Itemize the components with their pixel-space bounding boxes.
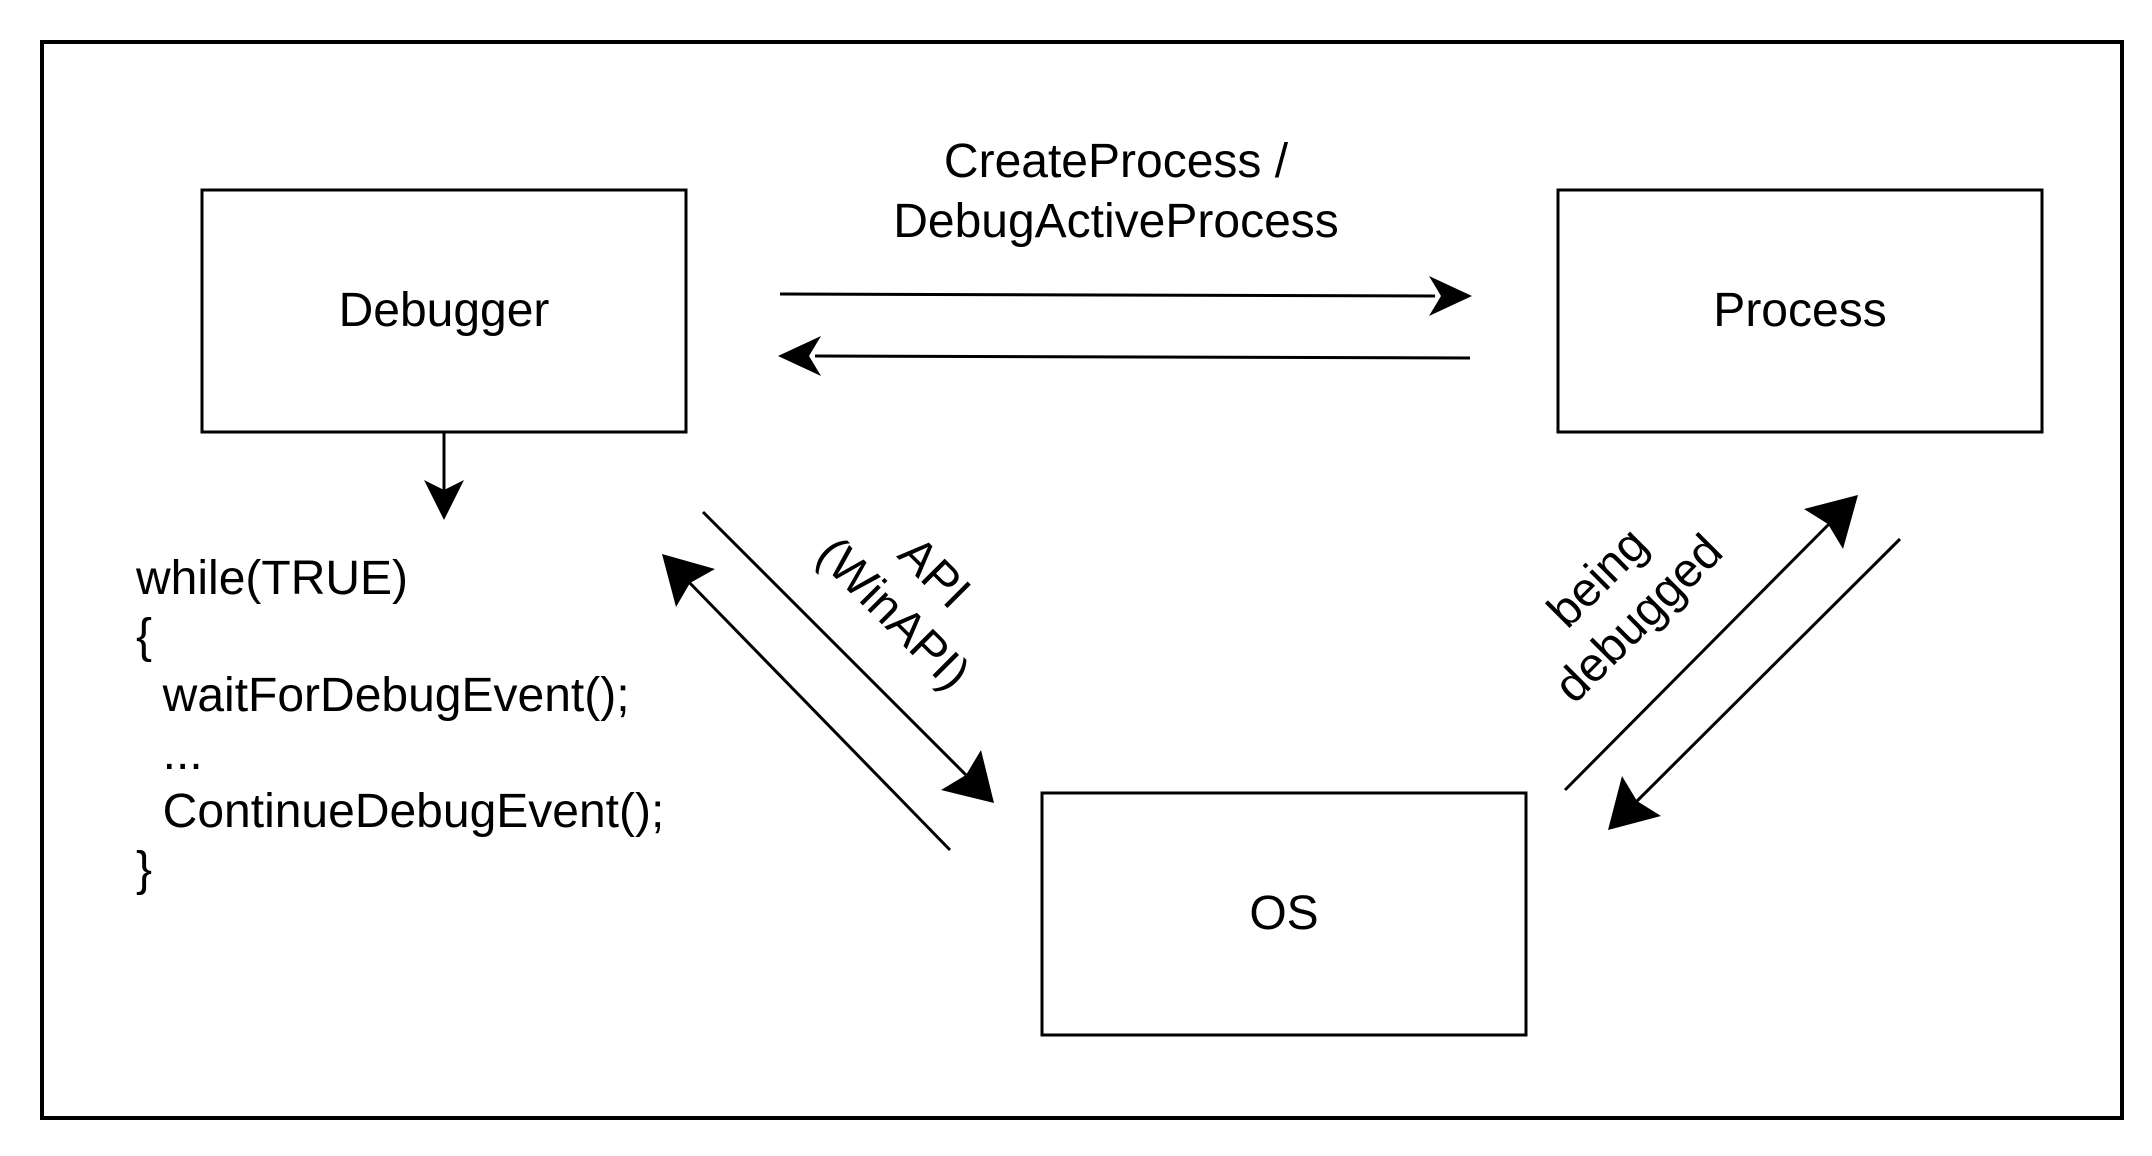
arrow-process-to-os (1608, 537, 1902, 830)
create-process-line-2: DebugActiveProcess (893, 195, 1339, 248)
create-process-label: CreateProcess / DebugActiveProcess (893, 135, 1339, 248)
arrow-debugger-to-process (779, 276, 1472, 316)
debug-loop-code: while(TRUE) { waitForDebugEvent(); ... C… (135, 552, 664, 896)
code-line: waitForDebugEvent(); (136, 669, 630, 722)
code-line: ... (136, 727, 203, 780)
os-label: OS (1249, 887, 1318, 940)
arrow-debugger-to-loop (424, 432, 464, 520)
code-line: while(TRUE) (135, 552, 408, 605)
os-node: OS (1040, 791, 1528, 1037)
code-line: { (136, 610, 152, 663)
code-line: ContinueDebugEvent(); (136, 785, 664, 838)
debugger-label: Debugger (339, 284, 550, 337)
process-node: Process (1556, 188, 2044, 434)
create-process-line-1: CreateProcess / (944, 135, 1289, 188)
code-line: } (136, 843, 152, 896)
arrow-os-to-debugger (662, 554, 952, 852)
debugger-node: Debugger (200, 188, 688, 434)
arrow-process-to-debugger (778, 336, 1471, 376)
arrow-os-to-process (1563, 495, 1858, 792)
process-label: Process (1713, 284, 1886, 337)
arrow-debugger-to-os (701, 510, 994, 803)
